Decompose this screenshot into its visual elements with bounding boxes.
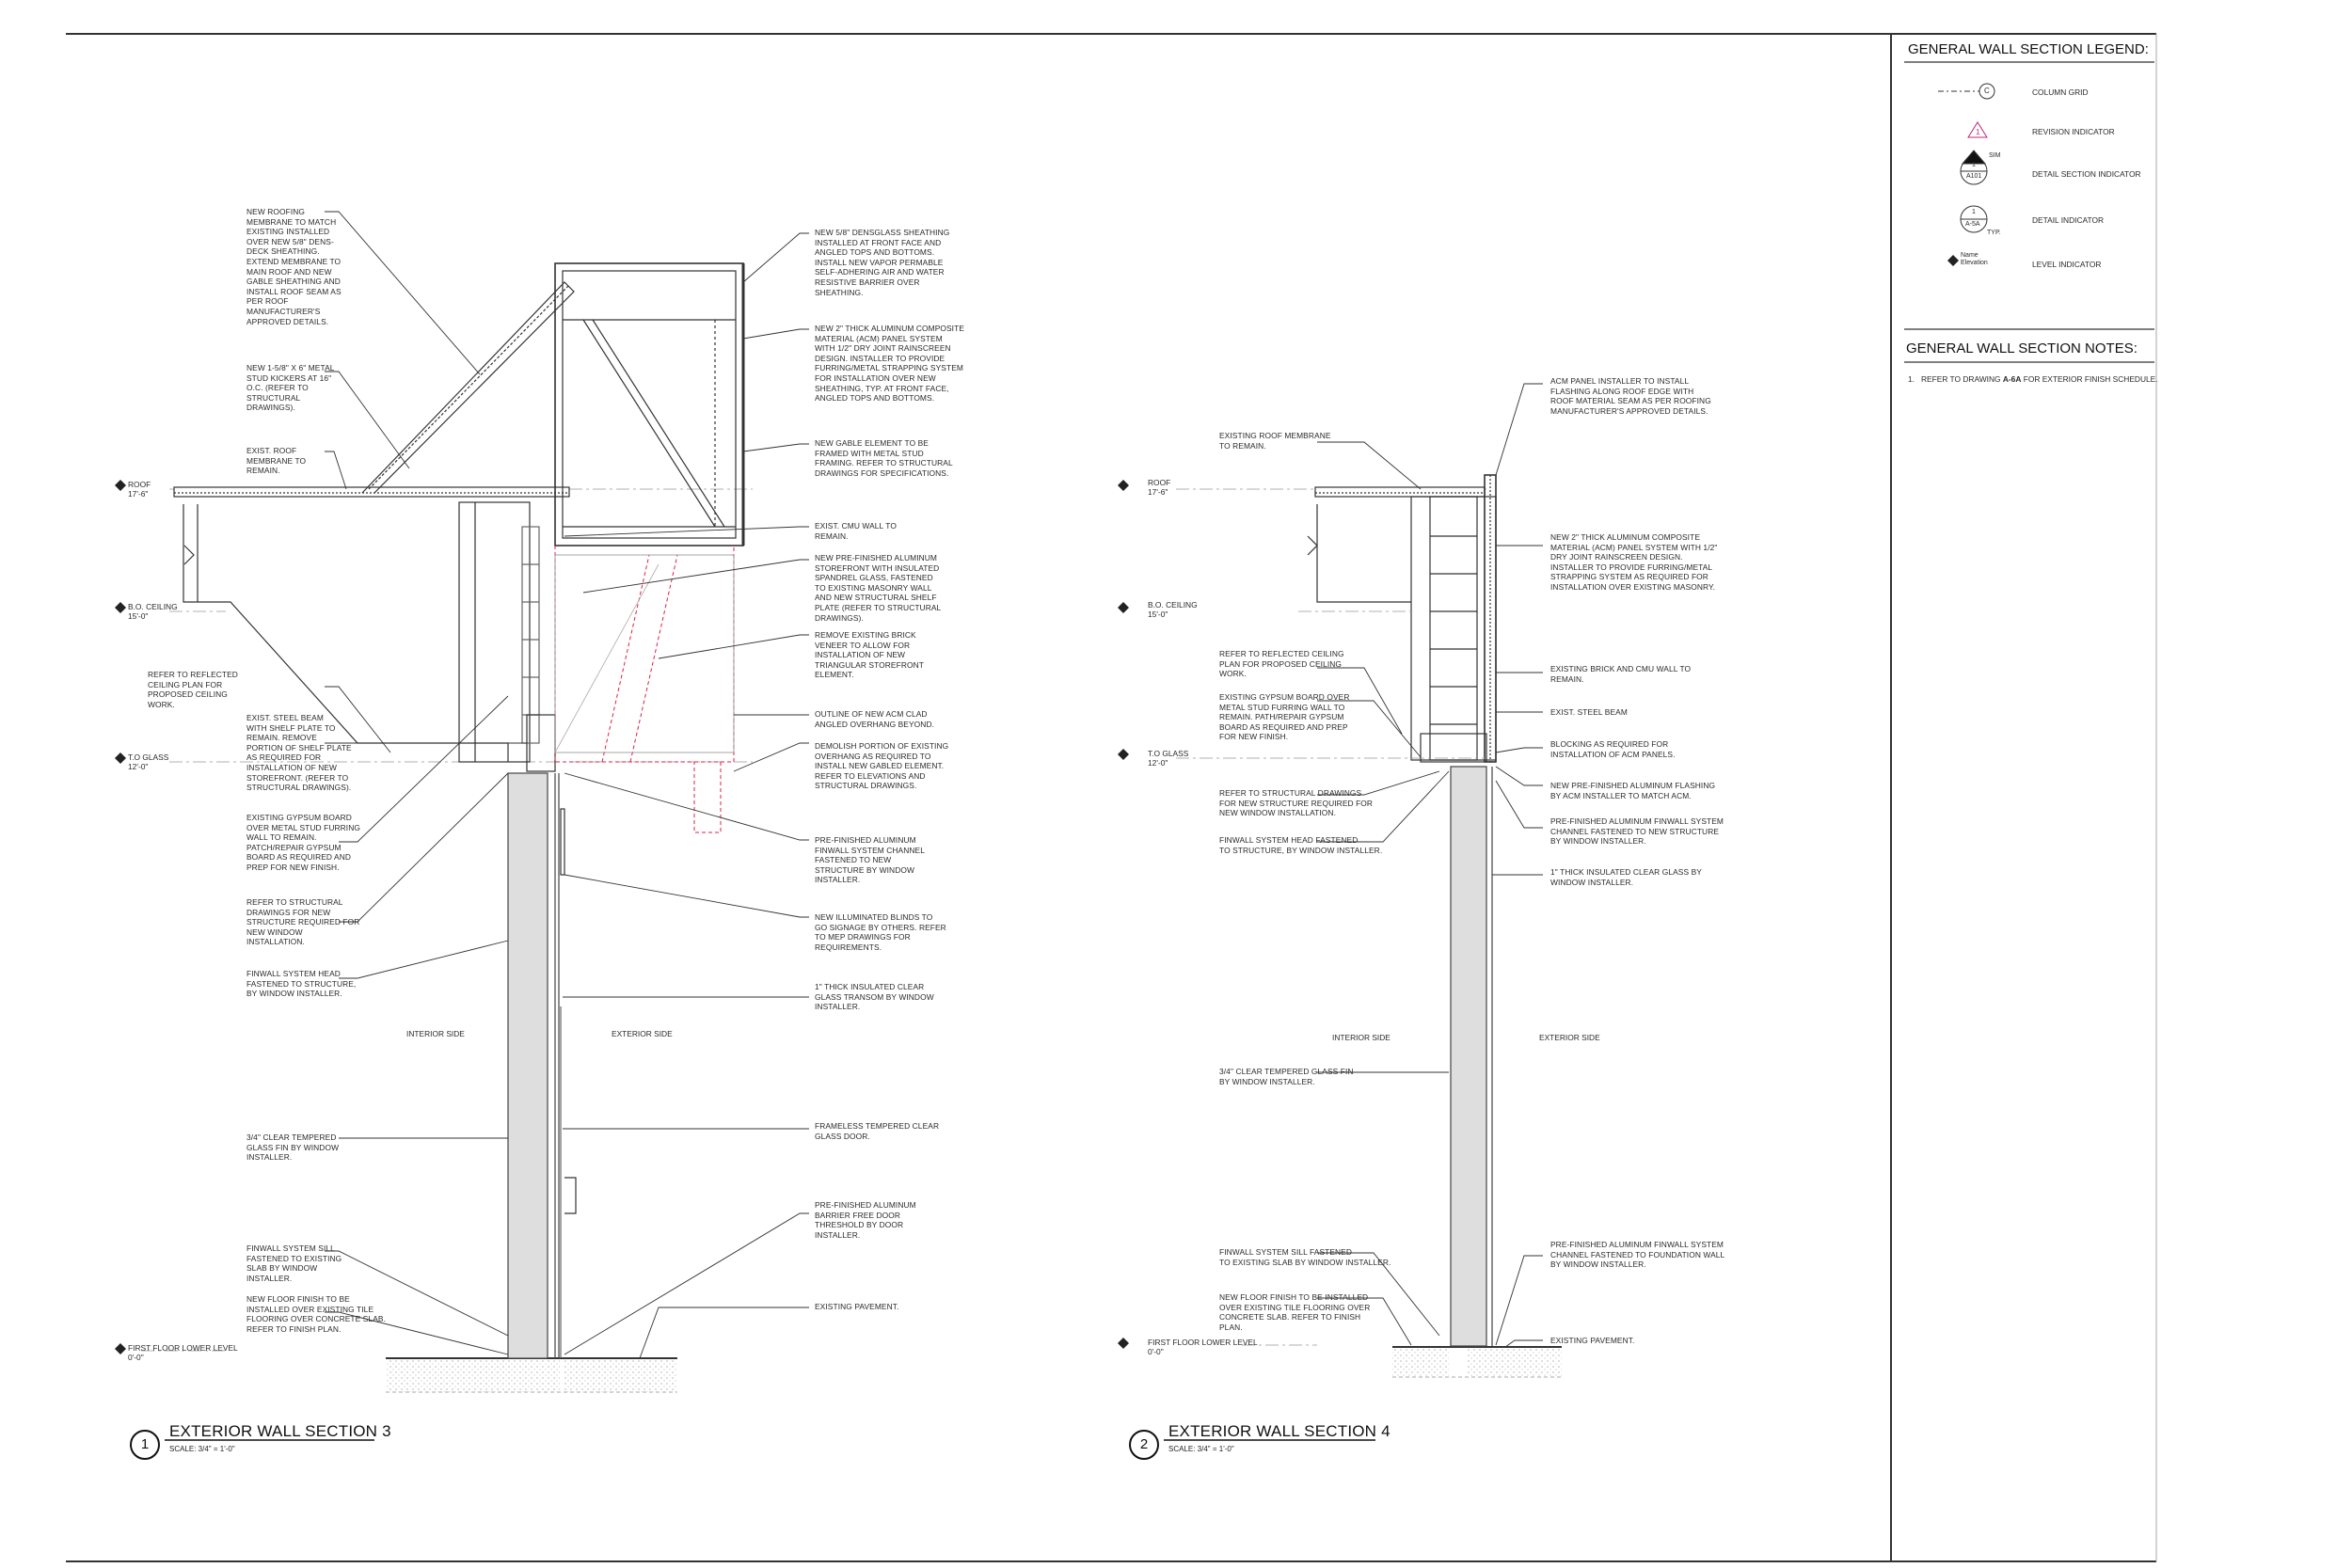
s1-note-glass-fin: 3/4" CLEAR TEMPERED GLASS FIN BY WINDOW … bbox=[246, 1132, 340, 1163]
s1-note-brick: REMOVE EXISTING BRICK VENEER TO ALLOW FO… bbox=[815, 630, 924, 680]
legend-rules bbox=[1904, 61, 2154, 363]
s1-note-finwall-channel: PRE-FINISHED ALUMINUM FINWALL SYSTEM CHA… bbox=[815, 835, 925, 885]
legend-column-grid-label: COLUMN GRID bbox=[2032, 87, 2089, 97]
s1-note-blinds: NEW ILLUMINATED BLINDS TO GO SIGNAGE BY … bbox=[815, 912, 946, 952]
section-2-drawing bbox=[1176, 474, 1562, 1378]
s2-note-glass-fin: 3/4" CLEAR TEMPERED GLASS FIN BY WINDOW … bbox=[1219, 1067, 1354, 1086]
s1-note-pavement: EXISTING PAVEMENT. bbox=[815, 1302, 899, 1311]
s1-note-kickers: NEW 1-5/8" X 6" METAL STUD KICKERS AT 16… bbox=[246, 363, 335, 413]
notes-title: GENERAL WALL SECTION NOTES: bbox=[1906, 341, 2137, 356]
legend-detail-section-ref: A101 bbox=[1966, 173, 1982, 180]
s2-note-gypsum: EXISTING GYPSUM BOARD OVER METAL STUD FU… bbox=[1219, 692, 1350, 742]
s1-note-steel-beam: EXIST. STEEL BEAM WITH SHELF PLATE TO RE… bbox=[246, 713, 352, 793]
s2-note-brick-cmu: EXISTING BRICK AND CMU WALL TO REMAIN. bbox=[1550, 664, 1692, 684]
general-note-text-b: FOR EXTERIOR FINISH SCHEDULE. bbox=[2021, 374, 2158, 384]
s1-note-floor-finish: NEW FLOOR FINISH TO BE INSTALLED OVER EX… bbox=[246, 1294, 386, 1334]
s1-note-structural: REFER TO STRUCTURAL DRAWINGS FOR NEW STR… bbox=[246, 897, 360, 947]
s1-note-demolish: DEMOLISH PORTION OF EXISTING OVERHANG AS… bbox=[815, 741, 949, 791]
general-note-1: 1. REFER TO DRAWING A-6A FOR EXTERIOR FI… bbox=[1908, 374, 2158, 384]
s1-note-gable: NEW GABLE ELEMENT TO BE FRAMED WITH META… bbox=[815, 438, 953, 478]
s1-title: EXTERIOR WALL SECTION 3 bbox=[169, 1422, 391, 1440]
s1-exterior-label: EXTERIOR SIDE bbox=[612, 1029, 673, 1038]
legend-detail-ref: A-5A bbox=[1965, 221, 1980, 228]
s1-note-roofing: NEW ROOFING MEMBRANE TO MATCH EXISTING I… bbox=[246, 207, 342, 326]
legend-symbols bbox=[1938, 83, 1995, 266]
general-note-ref: A-6A bbox=[2002, 374, 2022, 384]
s1-interior-label: INTERIOR SIDE bbox=[406, 1029, 465, 1038]
s1-note-threshold: PRE-FINISHED ALUMINUM BARRIER FREE DOOR … bbox=[815, 1200, 916, 1240]
s2-scale: SCALE: 3/4" = 1'-0" bbox=[1168, 1445, 1234, 1453]
legend-detail-section-label: DETAIL SECTION INDICATOR bbox=[2032, 169, 2141, 179]
s1-note-cmu: EXIST. CMU WALL TO REMAIN. bbox=[815, 521, 897, 541]
s2-note-insulated-glass: 1" THICK INSULATED CLEAR GLASS BY WINDOW… bbox=[1550, 867, 1702, 887]
s2-detail-number: 2 bbox=[1129, 1430, 1159, 1460]
s2-note-new-flashing: NEW PRE-FINISHED ALUMINUM FLASHING BY AC… bbox=[1550, 781, 1716, 800]
section-1-leaders bbox=[325, 211, 809, 1359]
s2-note-floor-finish: NEW FLOOR FINISH TO BE INSTALLED OVER EX… bbox=[1219, 1292, 1371, 1332]
s1-note-storefront: NEW PRE-FINISHED ALUMINUM STOREFRONT WIT… bbox=[815, 553, 942, 623]
s1-scale: SCALE: 3/4" = 1'-0" bbox=[169, 1445, 235, 1453]
general-note-number: 1. bbox=[1908, 374, 1915, 384]
s1-note-finwall-sill: FINWALL SYSTEM SILL FASTENED TO EXISTING… bbox=[246, 1243, 342, 1283]
section-2-leaders bbox=[1317, 383, 1543, 1348]
legend-detail-label: DETAIL INDICATOR bbox=[2032, 215, 2105, 225]
s2-note-finwall-channel: PRE-FINISHED ALUMINUM FINWALL SYSTEM CHA… bbox=[1550, 816, 1724, 847]
section-2-level-markers bbox=[1118, 480, 1129, 1349]
legend-detail-section-number: 1 bbox=[1972, 162, 1976, 168]
s1-note-acm: NEW 2" THICK ALUMINUM COMPOSITE MATERIAL… bbox=[815, 324, 965, 404]
s2-note-blocking: BLOCKING AS REQUIRED FOR INSTALLATION OF… bbox=[1550, 739, 1676, 759]
s1-note-exist-roof: EXIST. ROOF MEMBRANE TO REMAIN. bbox=[246, 446, 307, 476]
s2-note-finwall-sill: FINWALL SYSTEM SILL FASTENED TO EXISTING… bbox=[1219, 1247, 1391, 1267]
s1-note-door: FRAMELESS TEMPERED CLEAR GLASS DOOR. bbox=[815, 1121, 940, 1141]
s2-note-acm: NEW 2" THICK ALUMINUM COMPOSITE MATERIAL… bbox=[1550, 532, 1718, 592]
legend-detail-typ: TYP. bbox=[1987, 230, 2001, 236]
legend-revision-label: REVISION INDICATOR bbox=[2032, 127, 2115, 136]
s2-note-ceiling: REFER TO REFLECTED CEILING PLAN FOR PROP… bbox=[1219, 649, 1344, 679]
s2-note-finwall-foundation: PRE-FINISHED ALUMINUM FINWALL SYSTEM CHA… bbox=[1550, 1240, 1725, 1270]
general-note-text-a: REFER TO DRAWING bbox=[1920, 374, 2003, 384]
s2-note-finwall-head: FINWALL SYSTEM HEAD FASTENED TO STRUCTUR… bbox=[1219, 835, 1383, 855]
s2-exterior-label: EXTERIOR SIDE bbox=[1539, 1033, 1600, 1042]
legend-title: GENERAL WALL SECTION LEGEND: bbox=[1908, 41, 2149, 57]
legend-revision-symbol: 1 bbox=[1976, 128, 1980, 136]
s2-note-pavement: EXISTING PAVEMENT. bbox=[1550, 1336, 1635, 1345]
s1-note-outline: OUTLINE OF NEW ACM CLAD ANGLED OVERHANG … bbox=[815, 709, 935, 729]
s2-note-steel-beam: EXIST. STEEL BEAM bbox=[1550, 707, 1628, 717]
section-1-drawing bbox=[169, 262, 753, 1393]
s2-title: EXTERIOR WALL SECTION 4 bbox=[1168, 1422, 1391, 1440]
s2-note-flashing: ACM PANEL INSTALLER TO INSTALL FLASHING … bbox=[1550, 376, 1711, 416]
s1-note-gypsum: EXISTING GYPSUM BOARD OVER METAL STUD FU… bbox=[246, 813, 360, 872]
s1-note-finwall-head: FINWALL SYSTEM HEAD FASTENED TO STRUCTUR… bbox=[246, 969, 357, 999]
legend-column-grid-symbol: C bbox=[1984, 87, 1990, 95]
s1-detail-number: 1 bbox=[130, 1430, 160, 1460]
s2-interior-label: INTERIOR SIDE bbox=[1332, 1033, 1391, 1042]
legend-level-label: LEVEL INDICATOR bbox=[2032, 260, 2102, 269]
s1-note-densglass: NEW 5/8" DENSGLASS SHEATHING INSTALLED A… bbox=[815, 228, 950, 297]
section-1-level-markers bbox=[115, 480, 126, 1354]
s2-note-exist-roof: EXISTING ROOF MEMBRANE TO REMAIN. bbox=[1219, 431, 1331, 451]
sheet-border bbox=[66, 33, 2157, 1562]
s1-note-ceiling: REFER TO REFLECTED CEILING PLAN FOR PROP… bbox=[148, 670, 238, 709]
s1-note-transom: 1" THICK INSULATED CLEAR GLASS TRANSOM B… bbox=[815, 982, 934, 1012]
s2-note-structural: REFER TO STRUCTURAL DRAWINGS FOR NEW STR… bbox=[1219, 788, 1374, 818]
legend-detail-number: 1 bbox=[1972, 209, 1976, 215]
legend-detail-section-sim: SIM bbox=[1989, 152, 2001, 159]
